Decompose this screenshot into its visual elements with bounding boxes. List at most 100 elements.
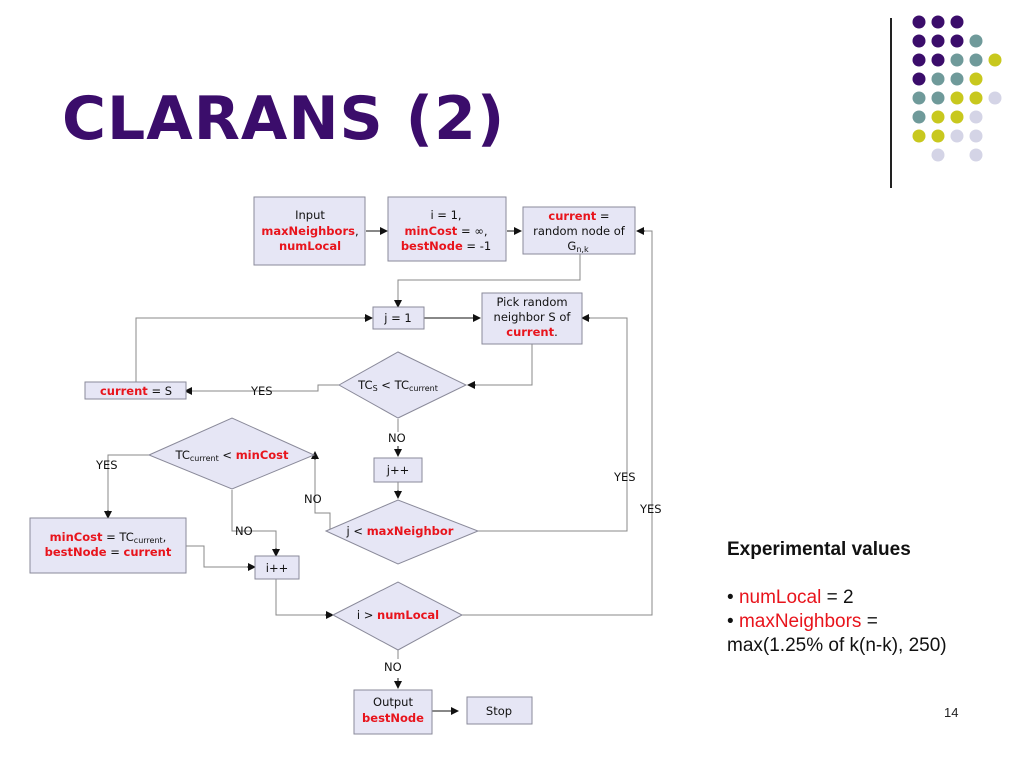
experimental-item-maxneighbors-formula: max(1.25% of k(n-k), 250) [727,635,947,656]
decor-dot [988,91,1002,105]
experimental-values-title: Experimental values [727,539,911,560]
decor-dot [950,53,964,67]
page-number: 14 [944,705,959,720]
decor-dot [931,72,945,86]
decor-dot [950,34,964,48]
decor-dot [931,15,945,29]
edge-label-yes-assign: YES [250,384,273,398]
decor-dot [969,72,983,86]
edge-iinc-di [275,579,325,616]
experimental-item-maxneighbors: • maxNeighbors = [727,611,878,632]
title-divider-line [890,18,892,188]
decor-dot [931,91,945,105]
pick-line2: neighbor S of [494,310,572,324]
init-node [387,196,507,262]
edge-dtc-assign [187,384,339,392]
current-line3: Gn,k [567,239,589,254]
input-label: Input [295,208,325,222]
i-increment-node [254,555,300,580]
init-bestnode: bestNode = -1 [401,239,491,253]
decor-dot [912,15,926,29]
j-increment-label: j++ [386,463,409,477]
input-numlocal: numLocal [279,239,341,253]
experimental-values-panel: Experimental values • numLocal = 2 • max… [727,538,1017,658]
decor-dot [950,15,964,29]
edge-pick-dtc [472,344,533,386]
pick-line1: Pick random [496,295,567,309]
decision-i-node [331,581,464,651]
edge-label-yes-pick: YES [613,470,636,484]
output-bestnode: bestNode [362,711,424,725]
stop-node [466,696,533,725]
decision-tcs-label: TCS < TCcurrent [357,378,438,393]
edge-label-yes-update: YES [95,458,118,472]
decor-dot [912,72,926,86]
decor-dot [969,91,983,105]
decor-dot [969,129,983,143]
pick-neighbor-node [481,292,583,345]
decor-dot [950,110,964,124]
decor-dot [931,53,945,67]
edge-dj-pick [466,317,628,532]
edge-dmin-update [107,454,150,510]
decor-dot [988,53,1002,67]
slide-title: CLARANS (2) [62,84,506,154]
decor-dot [969,110,983,124]
decor-dot [950,72,964,86]
current-init-node [522,206,636,255]
i-increment-label: i++ [266,561,288,575]
decor-dot [912,34,926,48]
edge-label-no-output: NO [384,660,402,674]
init-mincost: minCost = ∞, [405,224,488,238]
edge-label-yes-current: YES [639,502,662,516]
decision-mincost-label: TCcurrent < minCost [175,448,290,463]
decor-dot [912,91,926,105]
update-mincost: minCost = TCcurrent, [50,530,167,545]
edge-current-j1 [397,254,581,307]
decor-dot [931,148,945,162]
edge-dj-dmin [314,455,331,531]
decor-dot [969,53,983,67]
update-bestnode: bestNode = current [45,545,172,559]
j-increment-node [373,457,423,483]
edge-label-no-iinc: NO [235,524,253,538]
decor-dot [931,110,945,124]
edge-di-current [462,230,653,616]
input-maxneighbors: maxNeighbors, [261,224,358,238]
decor-dot [969,148,983,162]
stop-label: Stop [486,704,512,718]
decor-dot [931,34,945,48]
decor-dot [950,91,964,105]
decor-dot [931,129,945,143]
decision-j-node [324,499,480,565]
j-init-node [372,306,425,330]
j-init-label: j = 1 [383,311,411,325]
decor-dot [969,34,983,48]
edge-dmin-iinc [231,490,277,548]
decor-dot [912,53,926,67]
assign-current-label: current = S [100,384,172,398]
decision-tcs-node [337,351,468,419]
decor-dot [950,129,964,143]
pick-line3: current. [506,325,558,339]
decor-dot [912,129,926,143]
output-line1: Output [373,695,413,709]
decision-j-label: j < maxNeighbor [346,524,454,538]
experimental-item-numlocal: • numLocal = 2 [727,587,854,608]
input-node [253,196,366,266]
current-line1: current = [548,209,609,223]
update-best-node [29,517,187,574]
decor-dot [912,110,926,124]
assign-current-node [84,381,187,400]
decision-mincost-node [147,417,316,490]
edge-label-no-dmin: NO [304,492,322,506]
output-node [353,689,433,735]
decision-i-label: i > numLocal [357,608,439,622]
edge-assign-j1 [135,317,370,383]
init-line1: i = 1, [430,208,461,222]
current-line2: random node of [533,224,626,238]
edge-label-no-jinc: NO [388,431,406,445]
edge-update-iinc [186,545,247,568]
